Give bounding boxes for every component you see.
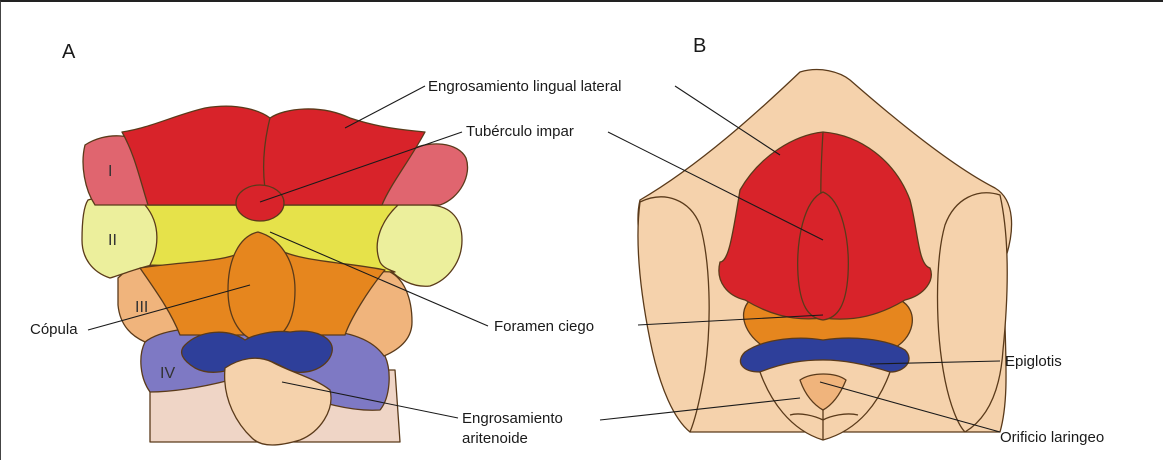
label-epiglottis: Epiglotis bbox=[1005, 353, 1062, 370]
arch-ii-label: II bbox=[108, 232, 117, 249]
label-copula: Cópula bbox=[30, 321, 78, 338]
tuberculum-impar-a bbox=[236, 185, 284, 221]
panel-b-label: B bbox=[693, 35, 706, 57]
label-laryngeal-orifice: Orificio laringeo bbox=[1000, 429, 1104, 446]
label-lateral-lingual-swelling: Engrosamiento lingual lateral bbox=[428, 78, 621, 95]
arch-iv-label: IV bbox=[160, 365, 175, 382]
label-tuberculum-impar: Tubérculo impar bbox=[466, 123, 574, 140]
label-arytenoid-line1: Engrosamiento bbox=[462, 410, 563, 427]
leader-lateral-a bbox=[345, 86, 425, 128]
panel-a-drawing: I II III IV A bbox=[62, 41, 468, 445]
panel-b-drawing: B bbox=[638, 35, 1012, 440]
lateral-wall-left-b bbox=[638, 197, 709, 432]
label-arytenoid-line2: aritenoide bbox=[462, 430, 528, 447]
arch-i-label: I bbox=[108, 163, 112, 180]
label-foramen-cecum: Foramen ciego bbox=[494, 318, 594, 335]
panel-a-label: A bbox=[62, 41, 76, 63]
